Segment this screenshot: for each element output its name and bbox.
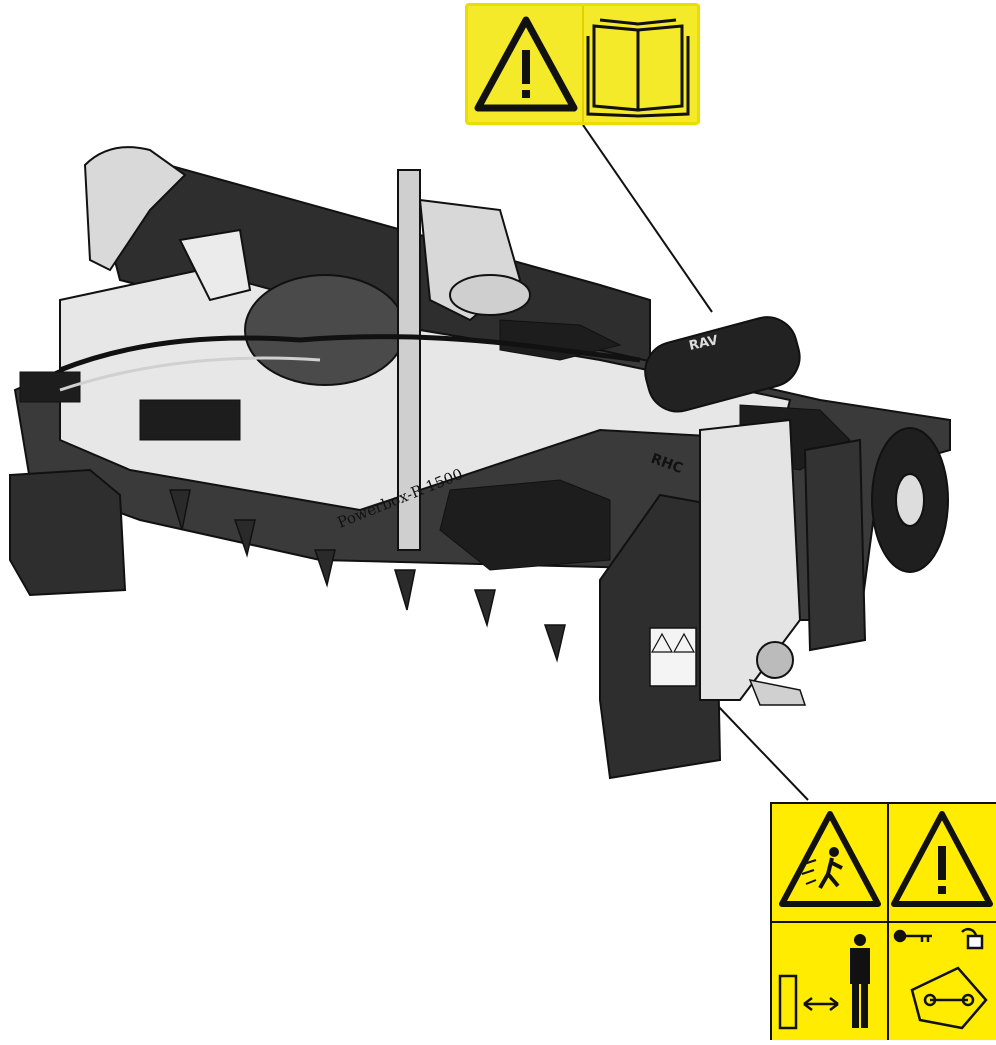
remove-key-before-maintenance-icon — [893, 927, 988, 1030]
side-plate-mini-decal — [649, 627, 697, 687]
bottom-safety-decal — [770, 802, 996, 1040]
safe-distance-icon — [778, 934, 870, 1030]
operator-manual-icon — [586, 18, 690, 118]
motor-label: RAV — [688, 333, 720, 354]
warning-triangle-icon — [891, 811, 993, 907]
top-safety-decal — [465, 3, 700, 125]
machine-body — [9, 146, 951, 780]
ejected-object-hazard-icon — [779, 811, 881, 907]
warning-triangle-icon — [474, 16, 578, 112]
top-decal-leader-line — [582, 124, 713, 313]
